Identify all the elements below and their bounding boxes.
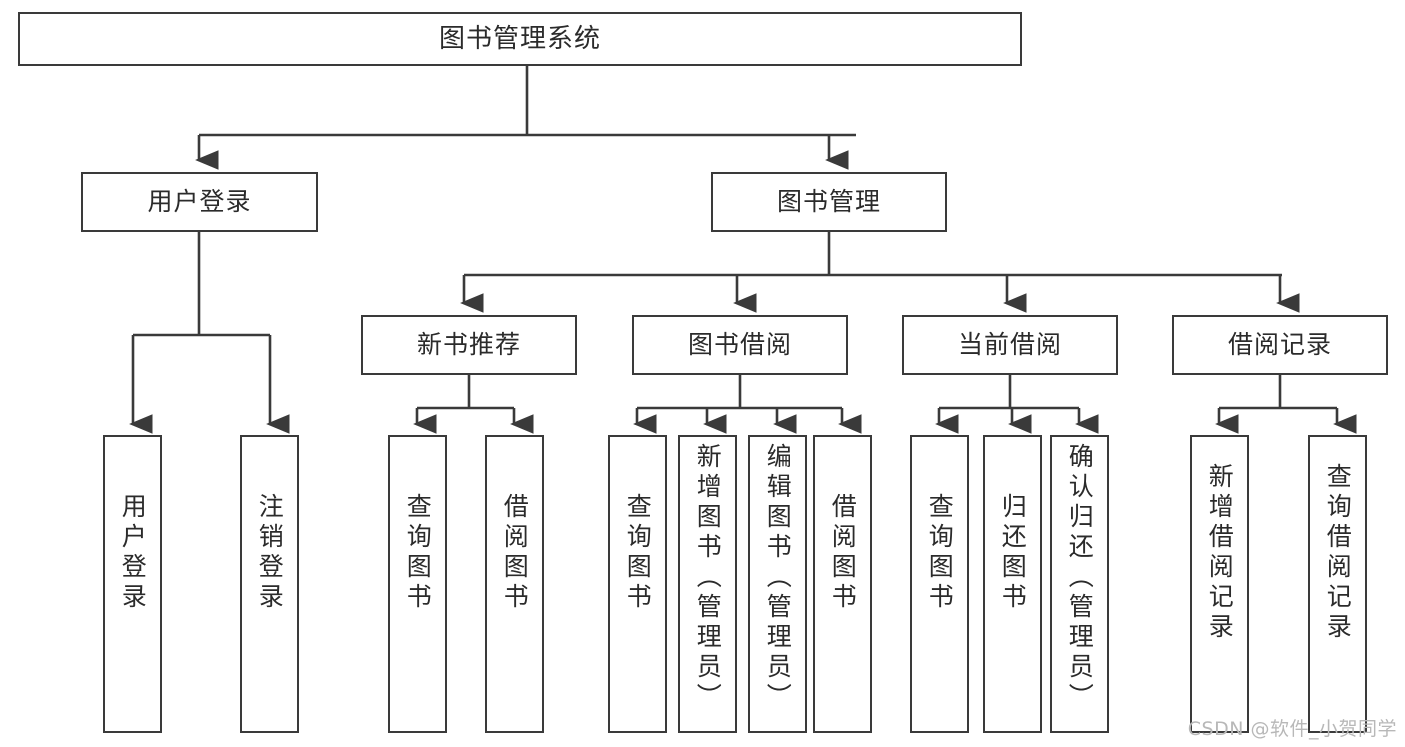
node-book-manage-label: 图书管理	[776, 187, 881, 217]
node-leaf-user-logout[interactable]: 注销登录	[240, 435, 299, 733]
node-leaf-query-record-label: 查询借阅记录	[1323, 463, 1353, 643]
node-leaf-return-book-label: 归还图书	[998, 493, 1028, 613]
node-leaf-query-record[interactable]: 查询借阅记录	[1308, 435, 1367, 733]
node-leaf-add-record[interactable]: 新增借阅记录	[1190, 435, 1249, 733]
csdn-watermark: CSDN @软件_小贺同学	[1187, 718, 1397, 740]
node-leaf-return-book[interactable]: 归还图书	[983, 435, 1042, 733]
node-leaf-user-login-label: 用户登录	[118, 493, 148, 613]
node-leaf-edit-book[interactable]: 编辑图书（管理员）	[748, 435, 807, 733]
node-leaf-borrow-book-2-label: 借阅图书	[828, 493, 858, 613]
node-borrow-record-label: 借阅记录	[1227, 330, 1332, 360]
node-leaf-borrow-book-1-label: 借阅图书	[500, 493, 530, 613]
node-leaf-user-login[interactable]: 用户登录	[103, 435, 162, 733]
node-leaf-confirm-return[interactable]: 确认归还（管理员）	[1050, 435, 1109, 733]
node-leaf-borrow-book-1[interactable]: 借阅图书	[485, 435, 544, 733]
node-leaf-confirm-return-label: 确认归还（管理员）	[1065, 443, 1095, 713]
node-book-manage[interactable]: 图书管理	[711, 172, 947, 232]
node-root-label: 图书管理系统	[438, 23, 601, 54]
node-user-login[interactable]: 用户登录	[81, 172, 318, 232]
node-leaf-edit-book-label: 编辑图书（管理员）	[763, 443, 793, 713]
node-new-book-recommend[interactable]: 新书推荐	[361, 315, 577, 375]
node-leaf-query-book-1[interactable]: 查询图书	[388, 435, 447, 733]
node-leaf-query-book-2-label: 查询图书	[623, 493, 653, 613]
node-leaf-query-book-3-label: 查询图书	[925, 493, 955, 613]
node-new-book-recommend-label: 新书推荐	[416, 330, 521, 360]
node-book-borrow[interactable]: 图书借阅	[632, 315, 848, 375]
node-leaf-add-book[interactable]: 新增图书（管理员）	[678, 435, 737, 733]
node-borrow-record[interactable]: 借阅记录	[1172, 315, 1388, 375]
node-leaf-query-book-2[interactable]: 查询图书	[608, 435, 667, 733]
node-book-borrow-label: 图书借阅	[687, 330, 792, 360]
node-leaf-add-book-label: 新增图书（管理员）	[693, 443, 723, 713]
node-leaf-query-book-1-label: 查询图书	[403, 493, 433, 613]
node-current-borrow[interactable]: 当前借阅	[902, 315, 1118, 375]
node-user-login-label: 用户登录	[147, 187, 252, 217]
node-root[interactable]: 图书管理系统	[18, 12, 1022, 66]
node-current-borrow-label: 当前借阅	[957, 330, 1062, 360]
node-leaf-add-record-label: 新增借阅记录	[1205, 463, 1235, 643]
node-leaf-borrow-book-2[interactable]: 借阅图书	[813, 435, 872, 733]
node-leaf-query-book-3[interactable]: 查询图书	[910, 435, 969, 733]
node-leaf-user-logout-label: 注销登录	[255, 493, 285, 613]
